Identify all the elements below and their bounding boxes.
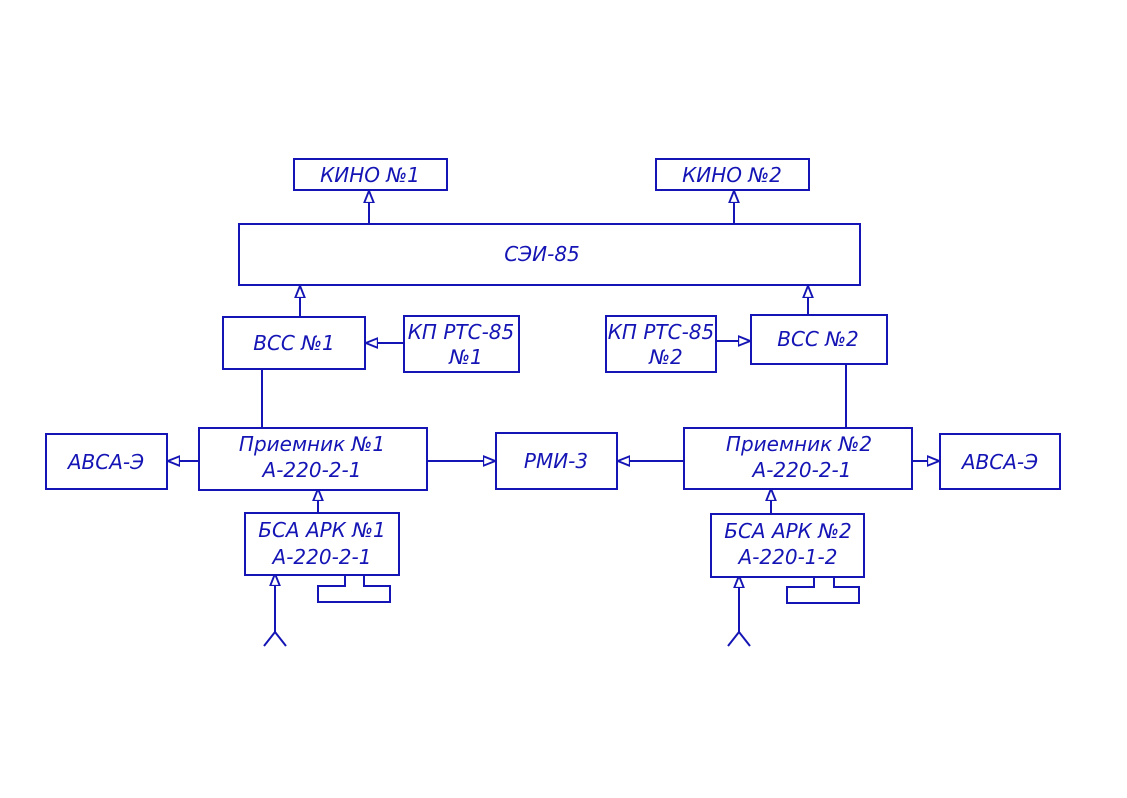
block-vss1: ВСС №1	[222, 316, 366, 370]
antenna-1-icon	[263, 631, 287, 647]
loop-antenna-2-icon	[786, 577, 860, 604]
block-kp2-label-2: №2	[648, 345, 683, 369]
block-kp2-label-1: КП РТС-85	[608, 320, 715, 344]
block-kino2: КИНО №2	[655, 158, 810, 191]
block-rx2-label-2: А-220-2-1	[751, 458, 852, 482]
block-avsa1: АВСА-Э	[45, 433, 168, 490]
block-vss2: ВСС №2	[750, 314, 888, 365]
block-kp1: КП РТС-85 №1	[403, 315, 520, 373]
block-avsa2: АВСА-Э	[939, 433, 1061, 490]
block-rx1-label-1: Приемник №1	[239, 432, 385, 456]
block-rmi-label-1: РМИ-3	[524, 449, 588, 473]
block-bsa1-label-1: БСА АРК №1	[258, 518, 386, 542]
block-rx1: Приемник №1 А-220-2-1	[198, 427, 428, 491]
block-rx1-label-2: А-220-2-1	[261, 458, 362, 482]
block-rmi: РМИ-3	[495, 432, 618, 490]
block-sei85-label-1: СЭИ-85	[504, 242, 580, 266]
block-bsa2-label-2: А-220-1-2	[737, 545, 838, 569]
block-kp2: КП РТС-85 №2	[605, 315, 717, 373]
block-kino1-label-1: КИНО №1	[320, 163, 420, 187]
block-sei85: СЭИ-85	[238, 223, 861, 286]
block-kp1-label-2: №1	[448, 345, 483, 369]
block-rx2: Приемник №2 А-220-2-1	[683, 427, 913, 490]
connections	[169, 192, 938, 632]
block-bsa2-label-1: БСА АРК №2	[724, 519, 852, 543]
antenna-2-icon	[727, 631, 751, 647]
block-bsa1-label-2: А-220-2-1	[271, 545, 372, 569]
block-avsa1-label-1: АВСА-Э	[66, 450, 144, 474]
loop-antenna-1-icon	[317, 575, 391, 603]
block-kp1-label-1: КП РТС-85	[408, 320, 515, 344]
block-kino2-label-1: КИНО №2	[682, 163, 782, 187]
block-bsa1: БСА АРК №1 А-220-2-1	[244, 512, 400, 576]
block-kino1: КИНО №1	[293, 158, 448, 191]
block-vss1-label-1: ВСС №1	[253, 331, 335, 355]
block-bsa2: БСА АРК №2 А-220-1-2	[710, 513, 865, 578]
block-vss2-label-1: ВСС №2	[777, 327, 859, 351]
block-avsa2-label-1: АВСА-Э	[960, 450, 1038, 474]
block-rx2-label-1: Приемник №2	[726, 432, 872, 456]
